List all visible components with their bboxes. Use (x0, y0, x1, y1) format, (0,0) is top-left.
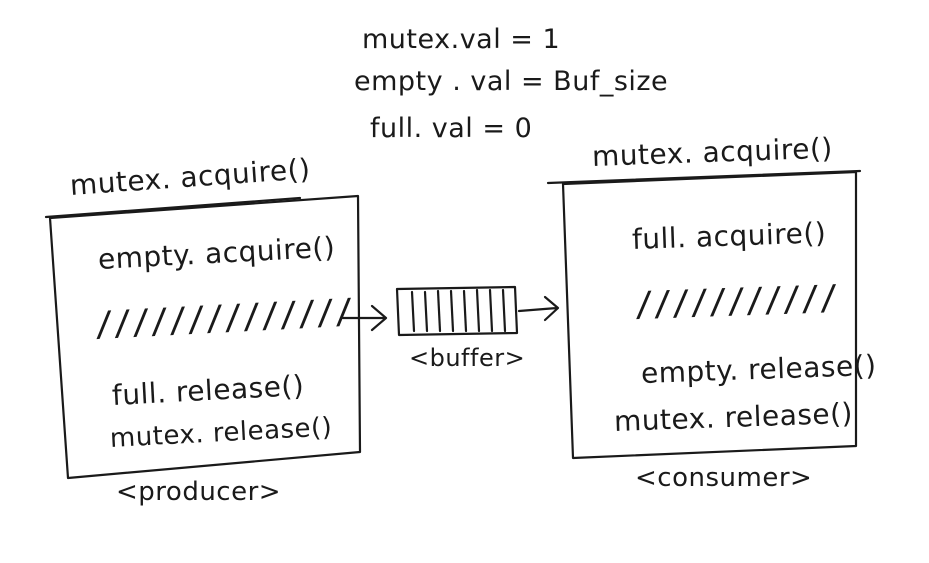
init-full-text: full. val = 0 (370, 113, 533, 144)
consumer-full-acquire: full. acquire() (631, 216, 827, 256)
init-empty-text: empty . val = Buf_size (354, 66, 669, 97)
arrow-producer-to-buffer (341, 304, 388, 332)
buffer-caption: <buffer> (409, 344, 526, 372)
consumer-top-line (546, 169, 862, 185)
producer-caption: <producer> (116, 477, 282, 507)
producer-box (48, 194, 362, 480)
buffer-box (395, 285, 519, 337)
consumer-empty-release: empty. release() (640, 348, 878, 390)
producer-top-line (44, 196, 302, 219)
init-mutex-text: mutex.val = 1 (362, 24, 561, 55)
consumer-mutex-release: mutex. release() (613, 396, 854, 438)
arrow-buffer-to-consumer (517, 295, 560, 322)
buffer-slots (410, 288, 507, 333)
consumer-caption: <consumer> (635, 463, 813, 493)
consumer-critical-section: /////////// (633, 277, 838, 325)
consumer-header: mutex. acquire() (591, 131, 834, 173)
